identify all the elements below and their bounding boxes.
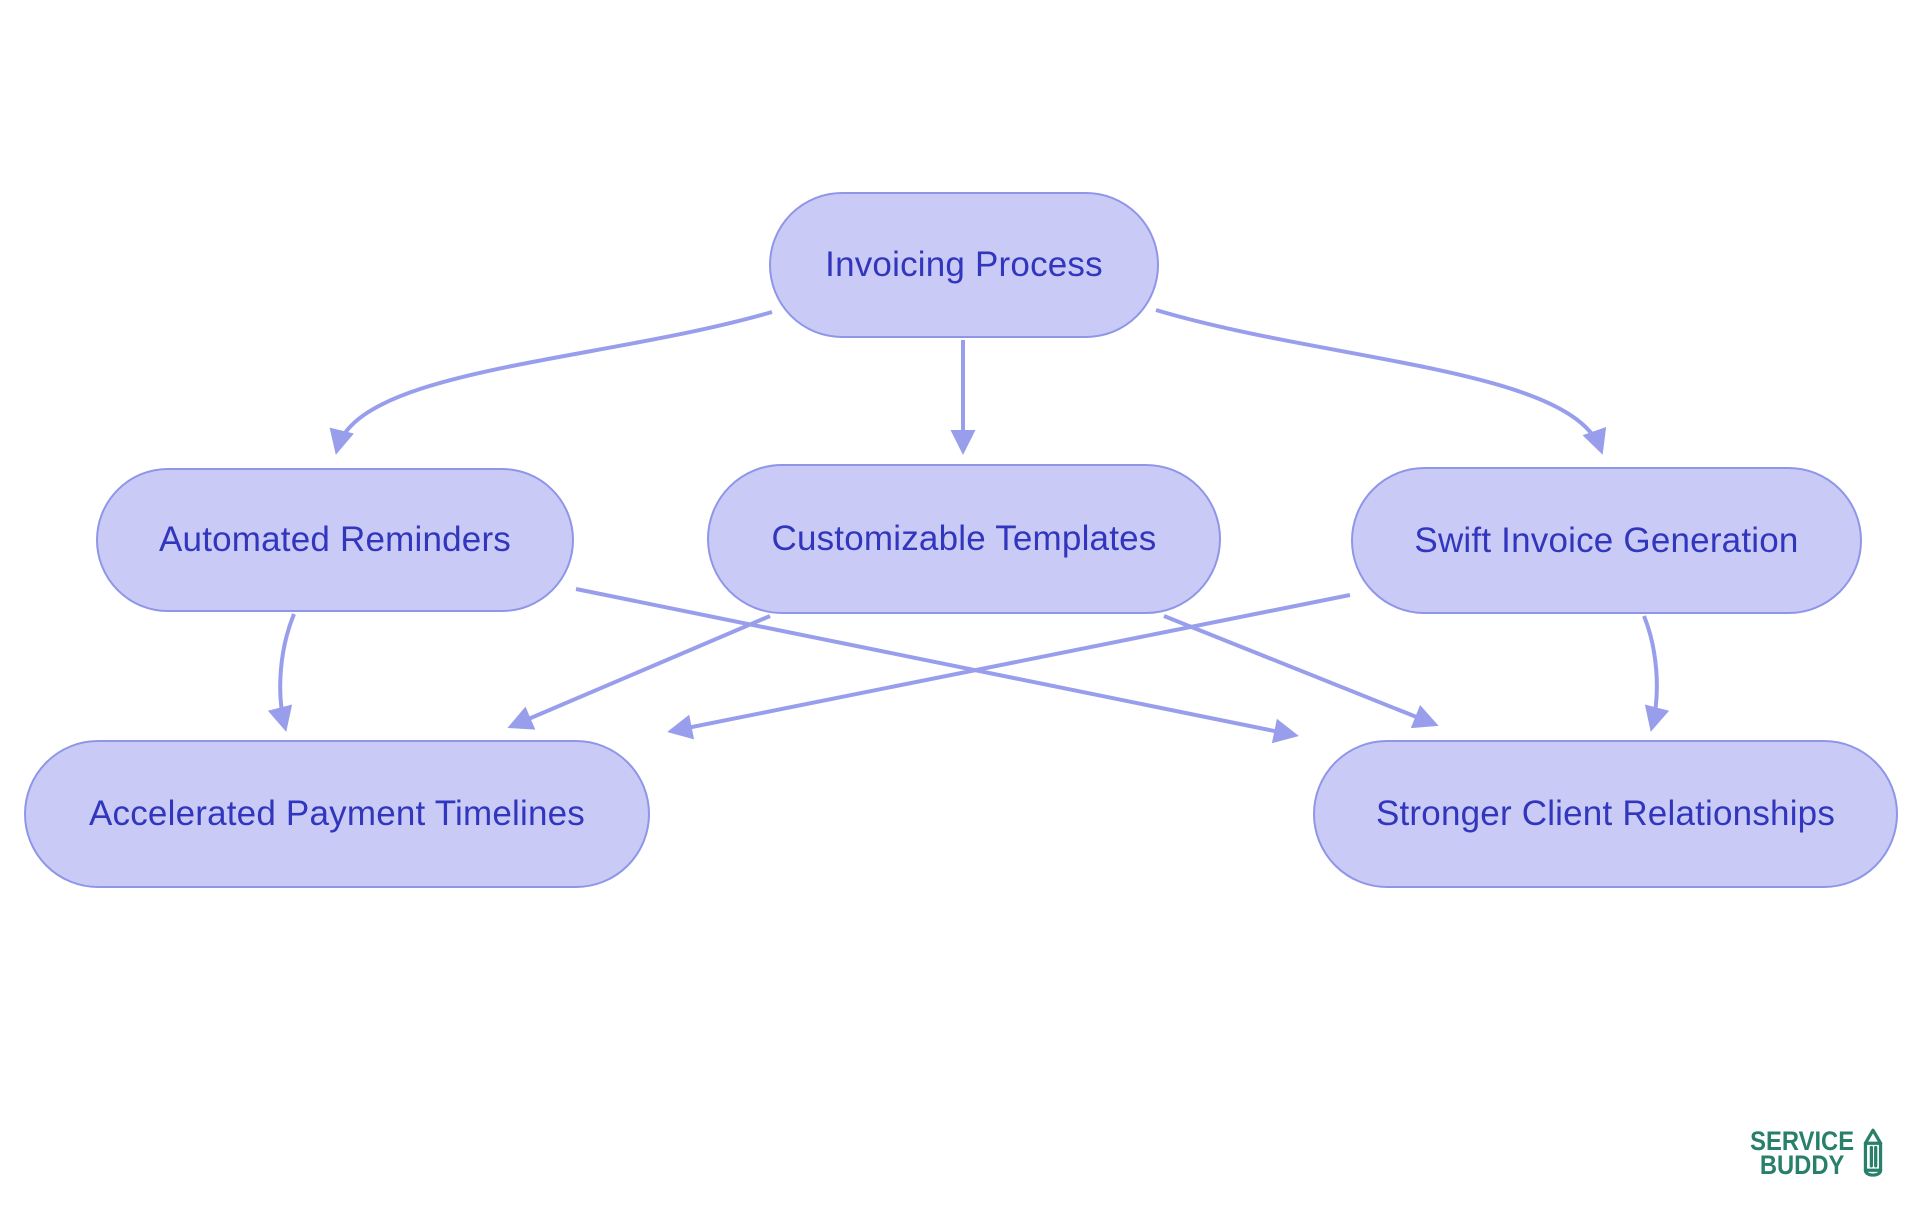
service-buddy-logo: SERVICE BUDDY: [1736, 1127, 1886, 1181]
edge-invoicing-to-swift: [1155, 308, 1607, 455]
service-buddy-logo-text: SERVICE BUDDY: [1750, 1126, 1855, 1180]
edge-swift-to-stronger: [1642, 615, 1670, 732]
edge-automated-to-accelerated: [267, 613, 296, 732]
node-invoicing-process-label: Invoicing Process: [825, 245, 1103, 284]
node-swift-invoice-generation-label: Swift Invoice Generation: [1414, 520, 1799, 560]
node-invoicing-process: Invoicing Process: [769, 192, 1159, 338]
edge-customizable-to-accelerated: [507, 614, 771, 730]
logo-line-buddy: BUDDY: [1759, 1150, 1845, 1180]
edge-automated-to-stronger: [575, 587, 1299, 744]
logo-line-service: SERVICE: [1750, 1126, 1855, 1157]
edge-invoicing-to-automated: [329, 310, 773, 455]
node-customizable-templates: Customizable Templates: [707, 464, 1221, 614]
node-stronger-client-relationships-label: Stronger Client Relationships: [1375, 794, 1836, 833]
node-accelerated-payment-timelines: Accelerated Payment Timelines: [24, 740, 650, 888]
node-stronger-client-relationships: Stronger Client Relationships: [1313, 740, 1898, 888]
node-customizable-templates-label: Customizable Templates: [771, 519, 1157, 558]
node-swift-invoice-generation: Swift Invoice Generation: [1351, 467, 1862, 614]
pencil-icon: [1863, 1128, 1883, 1177]
edge-swift-to-accelerated: [667, 593, 1351, 740]
edge-customizable-to-stronger: [1163, 614, 1439, 729]
node-accelerated-payment-timelines-label: Accelerated Payment Timelines: [88, 794, 586, 833]
node-automated-reminders-label: Automated Reminders: [158, 520, 512, 559]
node-automated-reminders: Automated Reminders: [96, 468, 574, 612]
